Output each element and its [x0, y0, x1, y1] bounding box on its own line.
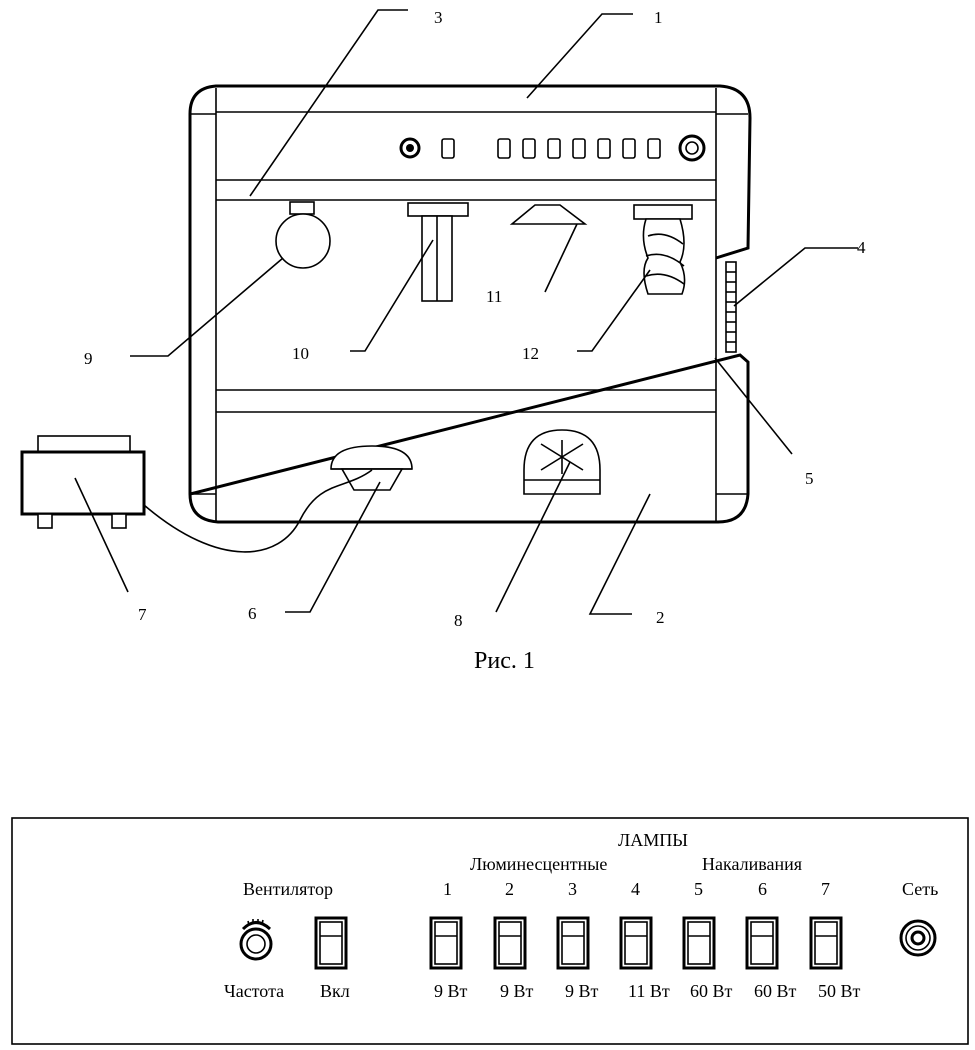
strip-lamp-switches — [497, 138, 661, 159]
callout-4: 4 — [857, 238, 866, 257]
lamp-switch-1[interactable] — [429, 916, 463, 970]
lamp-power-3: 9 Вт — [565, 981, 599, 1001]
lamp-number-1: 1 — [443, 879, 452, 899]
mains-label: Сеть — [902, 879, 938, 899]
strip-fan-switch — [441, 138, 455, 159]
callout-8: 8 — [454, 611, 463, 630]
lamp-switch-6[interactable] — [745, 916, 779, 970]
fluorescent-label: Люминесцентные — [470, 854, 607, 874]
lamp-number-3: 3 — [568, 879, 577, 899]
strip-mains-button — [678, 134, 706, 162]
round-lamp — [275, 201, 331, 269]
panel-frame — [11, 817, 969, 1045]
callout-10: 10 — [292, 344, 309, 363]
strip-fan-knob — [399, 137, 421, 159]
lamp-number-6: 6 — [758, 879, 767, 899]
lamps-group-title: ЛАМПЫ — [618, 830, 688, 850]
lamp-switch-2[interactable] — [493, 916, 527, 970]
callout-9: 9 — [84, 349, 93, 368]
lamp-number-2: 2 — [505, 879, 514, 899]
lamp-power-1: 9 Вт — [434, 981, 468, 1001]
mains-button[interactable] — [899, 919, 937, 957]
lamp-power-5: 60 Вт — [690, 981, 733, 1001]
dome-sensor — [330, 445, 413, 491]
lamp-number-4: 4 — [631, 879, 640, 899]
lamp-power-6: 60 Вт — [754, 981, 797, 1001]
lamp-power-2: 9 Вт — [500, 981, 534, 1001]
sensor-cable — [143, 469, 373, 553]
lamp-power-7: 50 Вт — [818, 981, 861, 1001]
housing-outline — [188, 84, 752, 524]
lamp-number-7: 7 — [821, 879, 830, 899]
callout-3: 3 — [434, 8, 443, 27]
lamp-switch-5[interactable] — [682, 916, 716, 970]
lamp-number-5: 5 — [694, 879, 703, 899]
lamp-power-4: 11 Вт — [628, 981, 670, 1001]
control-panel: ЛАМПЫ Люминесцентные Накаливания Вентиля… — [11, 817, 969, 1045]
callout-6: 6 — [248, 604, 257, 623]
leader-lines — [74, 9, 858, 615]
tube-lamp — [407, 202, 469, 302]
callout-11: 11 — [486, 287, 502, 306]
fan-on-label: Вкл — [320, 981, 350, 1001]
apparatus-figure: 1 2 3 4 5 6 7 8 9 10 11 12 Рис. 1 — [20, 8, 866, 674]
fan-label: Вентилятор — [243, 879, 333, 899]
callout-5: 5 — [805, 469, 814, 488]
fan-unit — [523, 429, 601, 495]
lamp-switch-4[interactable] — [619, 916, 653, 970]
callout-2: 2 — [656, 608, 665, 627]
fan-on-switch[interactable] — [314, 916, 348, 970]
frequency-knob-icon[interactable] — [239, 919, 273, 961]
callout-7: 7 — [138, 605, 147, 624]
reflector-lamp — [509, 204, 588, 225]
external-block — [20, 435, 146, 529]
incandescent-label: Накаливания — [702, 854, 802, 874]
frequency-label: Частота — [224, 981, 284, 1001]
side-window — [725, 261, 737, 353]
figure-caption: Рис. 1 — [474, 648, 535, 674]
lamp-switch-7[interactable] — [809, 916, 843, 970]
callout-12: 12 — [522, 344, 539, 363]
spiral-lamp — [633, 204, 693, 295]
callout-1: 1 — [654, 8, 663, 27]
lamp-switch-3[interactable] — [556, 916, 590, 970]
